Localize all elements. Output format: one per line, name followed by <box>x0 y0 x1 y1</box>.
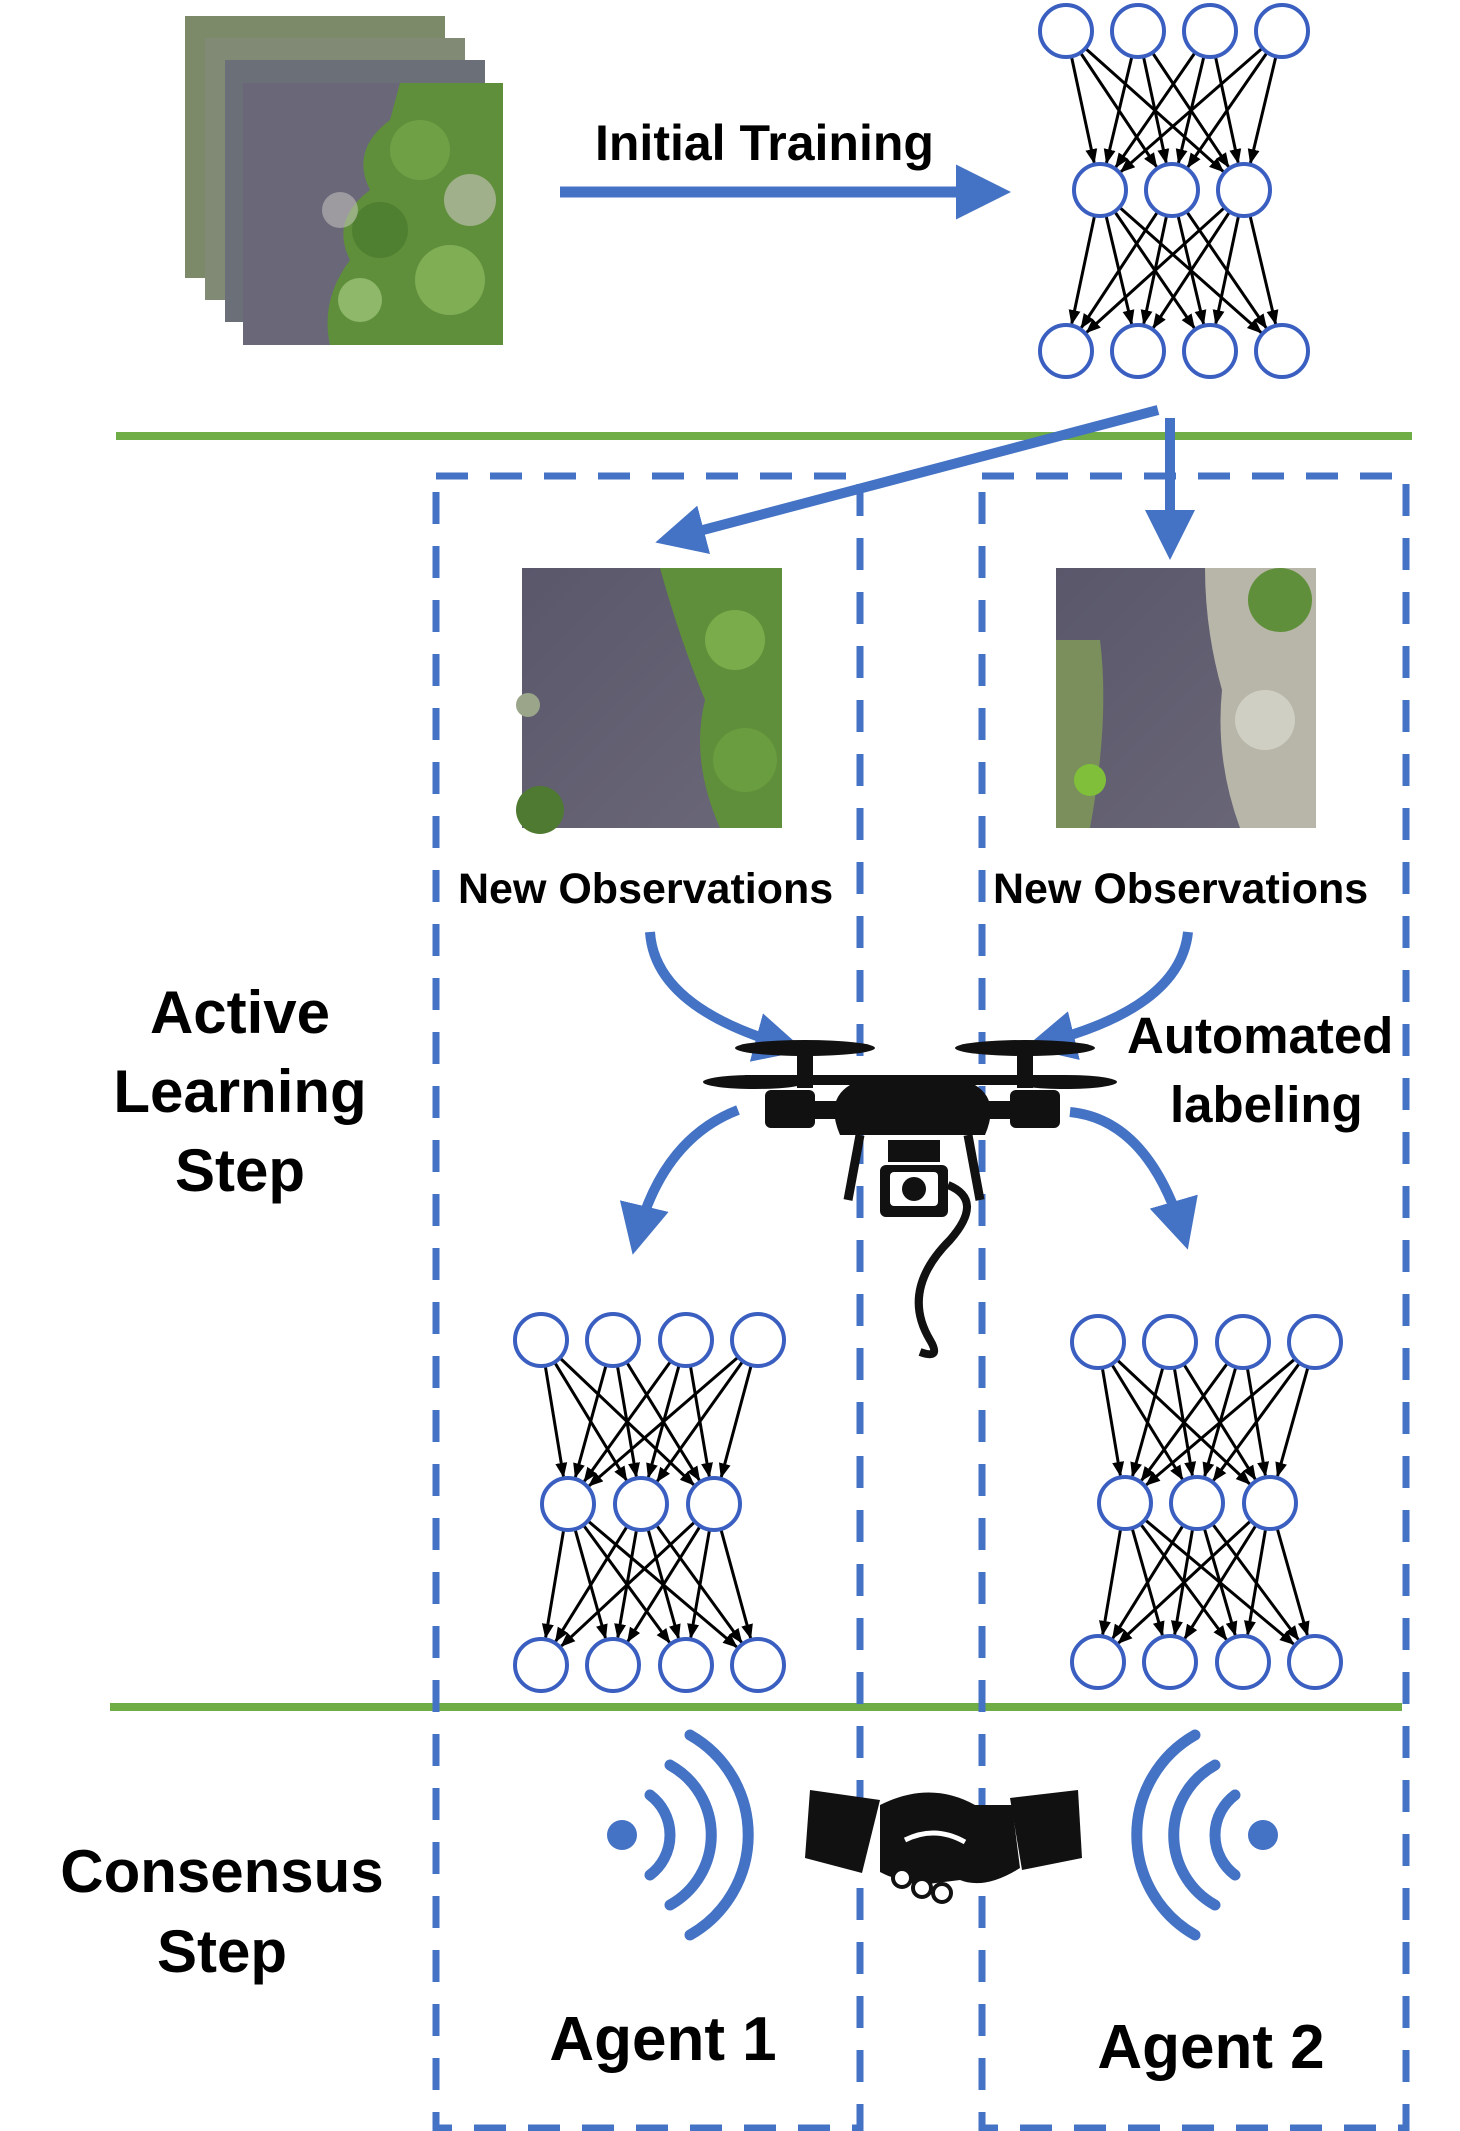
network-edge <box>1248 214 1279 326</box>
network-edge <box>1080 210 1159 329</box>
network-edge <box>1114 51 1197 169</box>
network-node <box>1142 1634 1198 1690</box>
network-edge <box>1085 206 1226 334</box>
active-learning-label-line3: Step <box>175 1137 305 1204</box>
network-node <box>1287 1634 1343 1690</box>
network-edge <box>1244 1528 1268 1636</box>
network-edge <box>1186 51 1269 169</box>
wireless-signal-icon-agent-2 <box>1131 1729 1278 1941</box>
network-edge <box>1145 1357 1297 1487</box>
network-edge <box>1100 1367 1125 1477</box>
network-edge <box>1130 1366 1165 1478</box>
network-node <box>585 1312 641 1368</box>
active-learning-label-line1: Active <box>150 979 330 1046</box>
network-edge <box>560 1520 696 1648</box>
network-node <box>1254 323 1310 379</box>
active-learning-label-line2: Learning <box>113 1058 366 1125</box>
network-node <box>1070 1314 1126 1370</box>
network-edge <box>541 1529 566 1639</box>
network-node <box>1038 3 1094 59</box>
network-node <box>1097 1475 1153 1531</box>
network-edge <box>1068 215 1097 326</box>
network-edge <box>1119 46 1264 173</box>
new-observations-label-agent-2: New Observations <box>993 865 1368 913</box>
network-edge <box>687 1529 712 1639</box>
handshake-icon <box>805 1790 1082 1904</box>
network-edge <box>1275 1366 1310 1478</box>
network-node <box>1242 1475 1298 1531</box>
neural-network-agent-2 <box>1070 1314 1343 1690</box>
network-node <box>1287 1314 1343 1370</box>
network-node <box>1072 162 1128 218</box>
observation-image-agent-1 <box>516 568 782 834</box>
network-edge <box>1069 56 1098 165</box>
network-edge <box>583 1360 673 1483</box>
aerial-image-stack <box>185 16 503 345</box>
network-edge <box>1275 1527 1310 1637</box>
agent-2-box <box>978 472 1410 2131</box>
network-node <box>1070 1634 1126 1690</box>
network-node <box>513 1312 569 1368</box>
observation-image-agent-2 <box>1056 568 1316 828</box>
network-edge <box>656 1360 745 1483</box>
network-edge <box>1117 1519 1252 1645</box>
agent-2-label: Agent 2 <box>1097 2013 1324 2082</box>
consensus-label-line1: Consensus <box>60 1838 383 1905</box>
network-node <box>513 1637 569 1693</box>
distribution-arrow-left <box>655 405 1160 554</box>
network-edge <box>543 1365 568 1478</box>
network-edge <box>554 1525 629 1643</box>
automated-label-line1: Automated <box>1127 1007 1393 1064</box>
new-observations-label-agent-1: New Observations <box>458 865 833 913</box>
automated-label-line2: labeling <box>1170 1076 1363 1133</box>
network-edge <box>1140 1362 1229 1482</box>
network-node <box>1215 1314 1271 1370</box>
network-node <box>1169 1475 1225 1531</box>
network-edge <box>1247 55 1278 165</box>
network-edge <box>1183 1524 1258 1640</box>
network-edge <box>573 1364 608 1479</box>
network-node <box>658 1312 714 1368</box>
drone-icon <box>703 1040 1117 1359</box>
network-edge <box>1111 1524 1185 1640</box>
network-node <box>1038 323 1094 379</box>
network-node <box>1144 162 1200 218</box>
network-edge <box>1212 215 1241 326</box>
agent-1-label: Agent 1 <box>549 2005 776 2074</box>
network-edge <box>719 1528 753 1640</box>
agent-1-box <box>432 472 864 2131</box>
network-node <box>613 1476 669 1532</box>
network-edge <box>718 1364 753 1479</box>
network-node <box>1182 323 1238 379</box>
network-node <box>1110 323 1166 379</box>
network-node <box>585 1637 641 1693</box>
network-node <box>1110 3 1166 59</box>
wireless-signal-icon-agent-1 <box>607 1729 754 1941</box>
network-edge <box>1212 1362 1301 1482</box>
network-node <box>730 1637 786 1693</box>
network-edge <box>588 1355 740 1487</box>
network-edge <box>1152 210 1231 329</box>
initial-training-label: Initial Training <box>595 115 934 171</box>
network-node <box>1215 1634 1271 1690</box>
network-edge <box>626 1525 702 1643</box>
network-node <box>658 1637 714 1693</box>
observation-to-drone-arrows <box>645 931 1193 1062</box>
consensus-label-line2: Step <box>157 1918 287 1985</box>
network-node <box>1216 162 1272 218</box>
network-edge <box>1099 1528 1123 1636</box>
network-node <box>730 1312 786 1368</box>
drone-to-network-arrows <box>619 1105 1198 1255</box>
network-node <box>1254 3 1310 59</box>
network-edge <box>1103 55 1134 165</box>
network-node <box>1142 1314 1198 1370</box>
network-node <box>540 1476 596 1532</box>
network-node <box>686 1476 742 1532</box>
neural-network-agent-1 <box>513 1312 786 1693</box>
network-node <box>1182 3 1238 59</box>
neural-network-initial <box>1038 3 1310 379</box>
